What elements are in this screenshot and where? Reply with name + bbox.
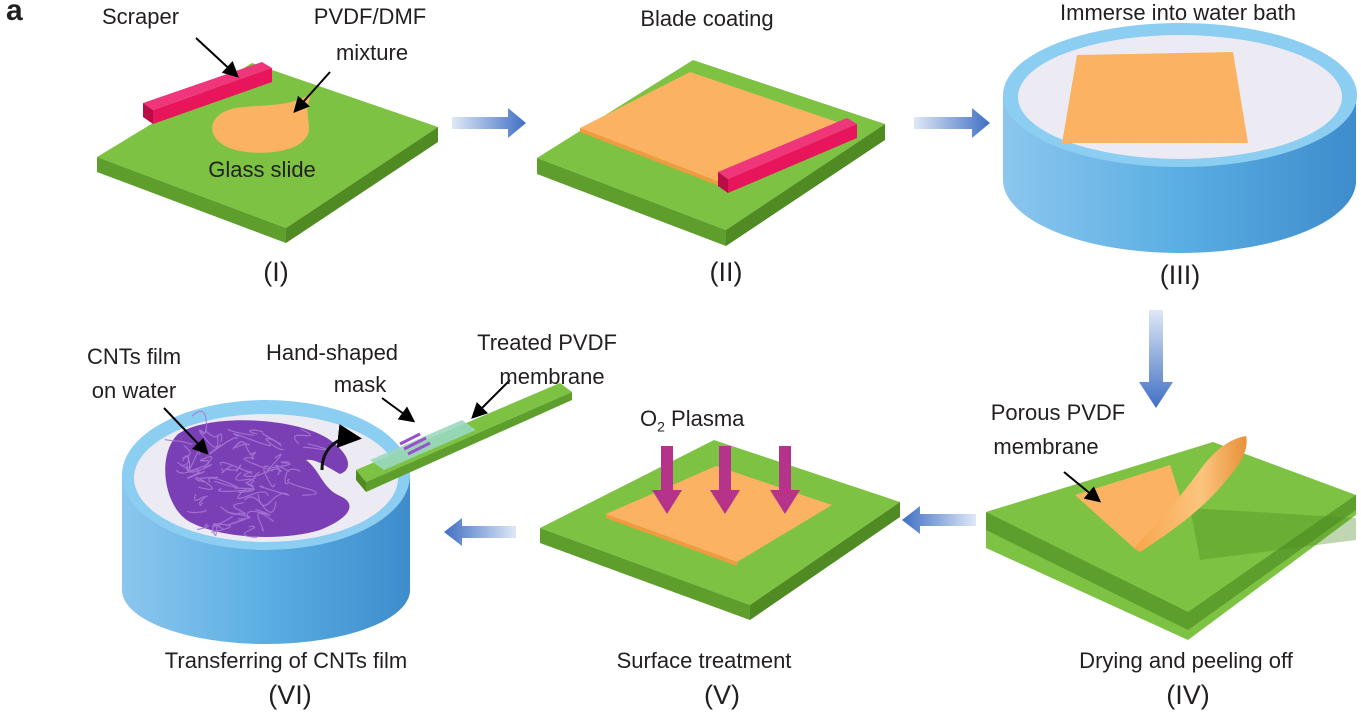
callout-porous-membrane	[1063, 471, 1102, 503]
flow-arrow-4-to-5	[902, 506, 976, 534]
flow-arrow-2-to-3	[914, 108, 990, 138]
mixture-label-line2: mixture	[335, 40, 409, 65]
callout-scraper	[195, 37, 239, 78]
step-4-number: (IV)	[1166, 680, 1210, 710]
porous-membrane-label-line2: membrane	[993, 434, 1099, 459]
step-2-scraper	[718, 118, 857, 193]
treated-membrane-label-line1: Treated PVDF	[477, 330, 617, 355]
callout-cnt-film	[163, 407, 209, 455]
cnt-film-label-line2: on water	[91, 378, 177, 403]
step-4-caption: Drying and peeling off	[1079, 648, 1293, 673]
step-6-caption: Transferring of CNTs film	[164, 648, 408, 673]
step-3-bath	[1003, 23, 1357, 253]
cnt-film-label-line1: CNTs film	[86, 344, 182, 369]
plasma-subscript: 2	[657, 418, 665, 435]
porous-membrane-label-line1: Porous PVDF	[990, 400, 1126, 425]
step-3-caption: Immerse into water bath	[1060, 0, 1296, 25]
mixture-label-line1: PVDF/DMF	[313, 4, 427, 29]
step-1-mixture-drop	[212, 93, 312, 153]
mask-label-line2: mask	[333, 372, 387, 397]
callout-mask	[381, 397, 416, 423]
flow-arrow-1-to-2	[452, 108, 526, 138]
step-1-slide	[97, 63, 438, 243]
step-1-scraper	[143, 62, 272, 124]
step-6-rotate-arrow	[320, 424, 362, 471]
plasma-o: O	[640, 406, 658, 431]
step-6-membrane	[356, 383, 572, 492]
flow-arrow-5-to-6	[444, 518, 516, 546]
plasma-word: Plasma	[671, 406, 745, 431]
step-6-number: (VI)	[268, 680, 312, 710]
step-4-membrane	[1075, 436, 1247, 552]
step-2-number: (II)	[709, 257, 743, 287]
step-4-slide	[986, 442, 1356, 640]
step-5-number: (V)	[704, 680, 740, 710]
step-3-number: (III)	[1159, 260, 1201, 290]
glass-slide-label: Glass slide	[208, 157, 316, 182]
step-5-caption: Surface treatment	[616, 648, 792, 673]
mask-label-line1: Hand-shaped	[265, 340, 399, 365]
plasma-label: O2 Plasma	[640, 406, 744, 439]
step-2-caption: Blade coating	[640, 6, 774, 31]
step-1-number: (I)	[263, 257, 289, 287]
callout-mixture	[293, 71, 331, 113]
step-5-plasma-arrows	[652, 446, 800, 514]
scraper-label: Scraper	[102, 4, 180, 29]
callout-treated-membrane	[471, 379, 511, 419]
step-6-cnt-film	[164, 410, 350, 538]
flow-arrow-3-to-4	[1139, 310, 1173, 408]
panel-letter: a	[6, 0, 23, 27]
treated-membrane-label-line2: membrane	[499, 364, 605, 389]
